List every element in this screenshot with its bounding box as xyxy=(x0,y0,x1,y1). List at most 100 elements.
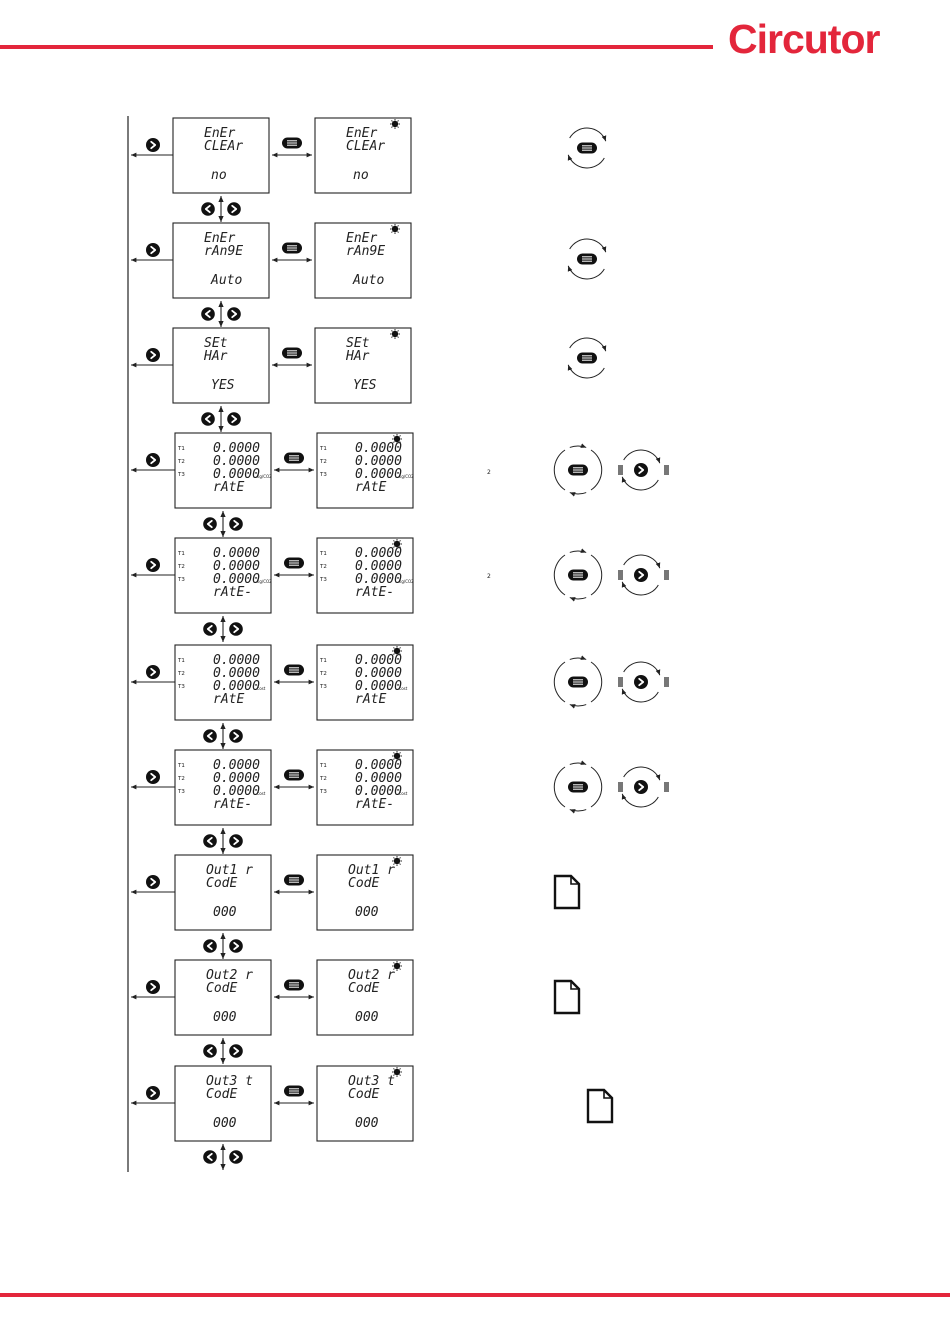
next-button-icon[interactable] xyxy=(146,243,160,257)
rate-name: rAtE- xyxy=(355,797,394,812)
prev-button-icon[interactable] xyxy=(203,1044,217,1058)
next-button-icon[interactable] xyxy=(227,307,241,321)
header-rule xyxy=(0,45,713,49)
tariff-label: T3 xyxy=(177,789,185,795)
menu-button-icon[interactable] xyxy=(282,347,302,359)
menu-button-icon[interactable] xyxy=(284,557,304,569)
prev-button-icon-shape xyxy=(201,307,215,321)
next-button-icon-shape xyxy=(634,780,648,794)
menu-button-icon[interactable] xyxy=(568,781,588,793)
prev-button-icon[interactable] xyxy=(203,622,217,636)
prev-button-icon[interactable] xyxy=(201,412,215,426)
cycle-arrow-bottom xyxy=(621,793,659,808)
menu-button-icon[interactable] xyxy=(284,452,304,464)
next-button-icon-shape xyxy=(229,834,243,848)
next-button-icon-shape xyxy=(634,675,648,689)
next-button-icon[interactable] xyxy=(227,202,241,216)
prev-button-icon[interactable] xyxy=(203,729,217,743)
digit-marker-left xyxy=(618,782,623,792)
blink-ray xyxy=(399,1068,401,1070)
next-button-icon[interactable] xyxy=(227,412,241,426)
tariff-label: T2 xyxy=(319,459,327,465)
rate-value: 0.0000 xyxy=(213,666,260,681)
lcd-value: YES xyxy=(211,378,235,393)
menu-button-icon[interactable] xyxy=(568,676,588,688)
menu-button-icon[interactable] xyxy=(284,769,304,781)
menu-button-icon[interactable] xyxy=(577,253,597,265)
menu-button-icon[interactable] xyxy=(568,464,588,476)
prev-button-icon-chevron xyxy=(206,519,213,529)
next-button-icon-shape xyxy=(146,558,160,572)
cycle-arc-right xyxy=(590,554,603,596)
next-button-icon[interactable] xyxy=(634,463,648,477)
next-button-icon[interactable] xyxy=(146,665,160,679)
lcd-frame xyxy=(316,854,414,931)
next-button-icon[interactable] xyxy=(146,980,160,994)
next-button-icon-shape xyxy=(146,243,160,257)
lcd-frame xyxy=(316,959,414,1036)
next-button-icon[interactable] xyxy=(634,780,648,794)
menu-button-icon[interactable] xyxy=(284,979,304,991)
blink-ray xyxy=(399,1074,401,1076)
lcd-frame xyxy=(316,537,414,614)
document-outline xyxy=(586,1088,614,1124)
next-button-icon[interactable] xyxy=(229,939,243,953)
blink-ray xyxy=(393,546,395,548)
menu-button-icon[interactable] xyxy=(284,1085,304,1097)
next-button-icon-chevron xyxy=(150,245,157,255)
tariff-label: T1 xyxy=(319,763,327,769)
menu-button-icon[interactable] xyxy=(284,664,304,676)
cycle-arrow-bottom xyxy=(621,581,659,596)
digit-marker-right xyxy=(664,677,669,687)
menu-button-icon[interactable] xyxy=(577,142,597,154)
next-button-icon[interactable] xyxy=(146,558,160,572)
prev-button-icon-chevron xyxy=(206,836,213,846)
next-button-icon[interactable] xyxy=(146,875,160,889)
next-button-icon[interactable] xyxy=(146,770,160,784)
next-button-icon[interactable] xyxy=(229,1150,243,1164)
lcd-frame xyxy=(316,432,414,509)
prev-button-icon[interactable] xyxy=(203,834,217,848)
next-button-icon[interactable] xyxy=(634,675,648,689)
cycle-arrow-top xyxy=(623,449,661,464)
next-button-icon[interactable] xyxy=(229,622,243,636)
next-button-icon-chevron xyxy=(233,519,240,529)
prev-button-icon[interactable] xyxy=(203,517,217,531)
menu-button-icon[interactable] xyxy=(568,569,588,581)
rate-name: rAtE- xyxy=(355,585,394,600)
next-button-icon[interactable] xyxy=(146,453,160,467)
next-button-icon[interactable] xyxy=(229,517,243,531)
prev-button-icon[interactable] xyxy=(203,939,217,953)
tariff-label: T1 xyxy=(177,551,185,557)
next-button-icon[interactable] xyxy=(146,1086,160,1100)
prev-button-icon[interactable] xyxy=(203,1150,217,1164)
next-button-icon[interactable] xyxy=(229,729,243,743)
next-button-icon[interactable] xyxy=(146,138,160,152)
menu-cycle-icon xyxy=(567,337,607,379)
menu-button-icon[interactable] xyxy=(282,242,302,254)
next-button-icon[interactable] xyxy=(146,348,160,362)
next-button-icon[interactable] xyxy=(229,1044,243,1058)
rate-value: 0.0000 xyxy=(355,758,402,773)
tariff-label: T2 xyxy=(319,776,327,782)
prev-button-icon-chevron xyxy=(204,414,211,424)
prev-button-icon[interactable] xyxy=(201,202,215,216)
lcd-frame xyxy=(174,1065,272,1142)
blink-indicator-dot xyxy=(391,330,399,338)
menu-button-icon[interactable] xyxy=(282,137,302,149)
prev-button-icon[interactable] xyxy=(201,307,215,321)
next-button-icon[interactable] xyxy=(634,568,648,582)
next-button-icon[interactable] xyxy=(229,834,243,848)
menu-button-icon[interactable] xyxy=(284,874,304,886)
digit-marker-right xyxy=(664,782,669,792)
cycle-arrow-bottom xyxy=(621,476,659,491)
unit-label: cost xyxy=(399,686,408,691)
lcd-line-2: CodE xyxy=(348,876,379,891)
menu-button-icon[interactable] xyxy=(577,352,597,364)
